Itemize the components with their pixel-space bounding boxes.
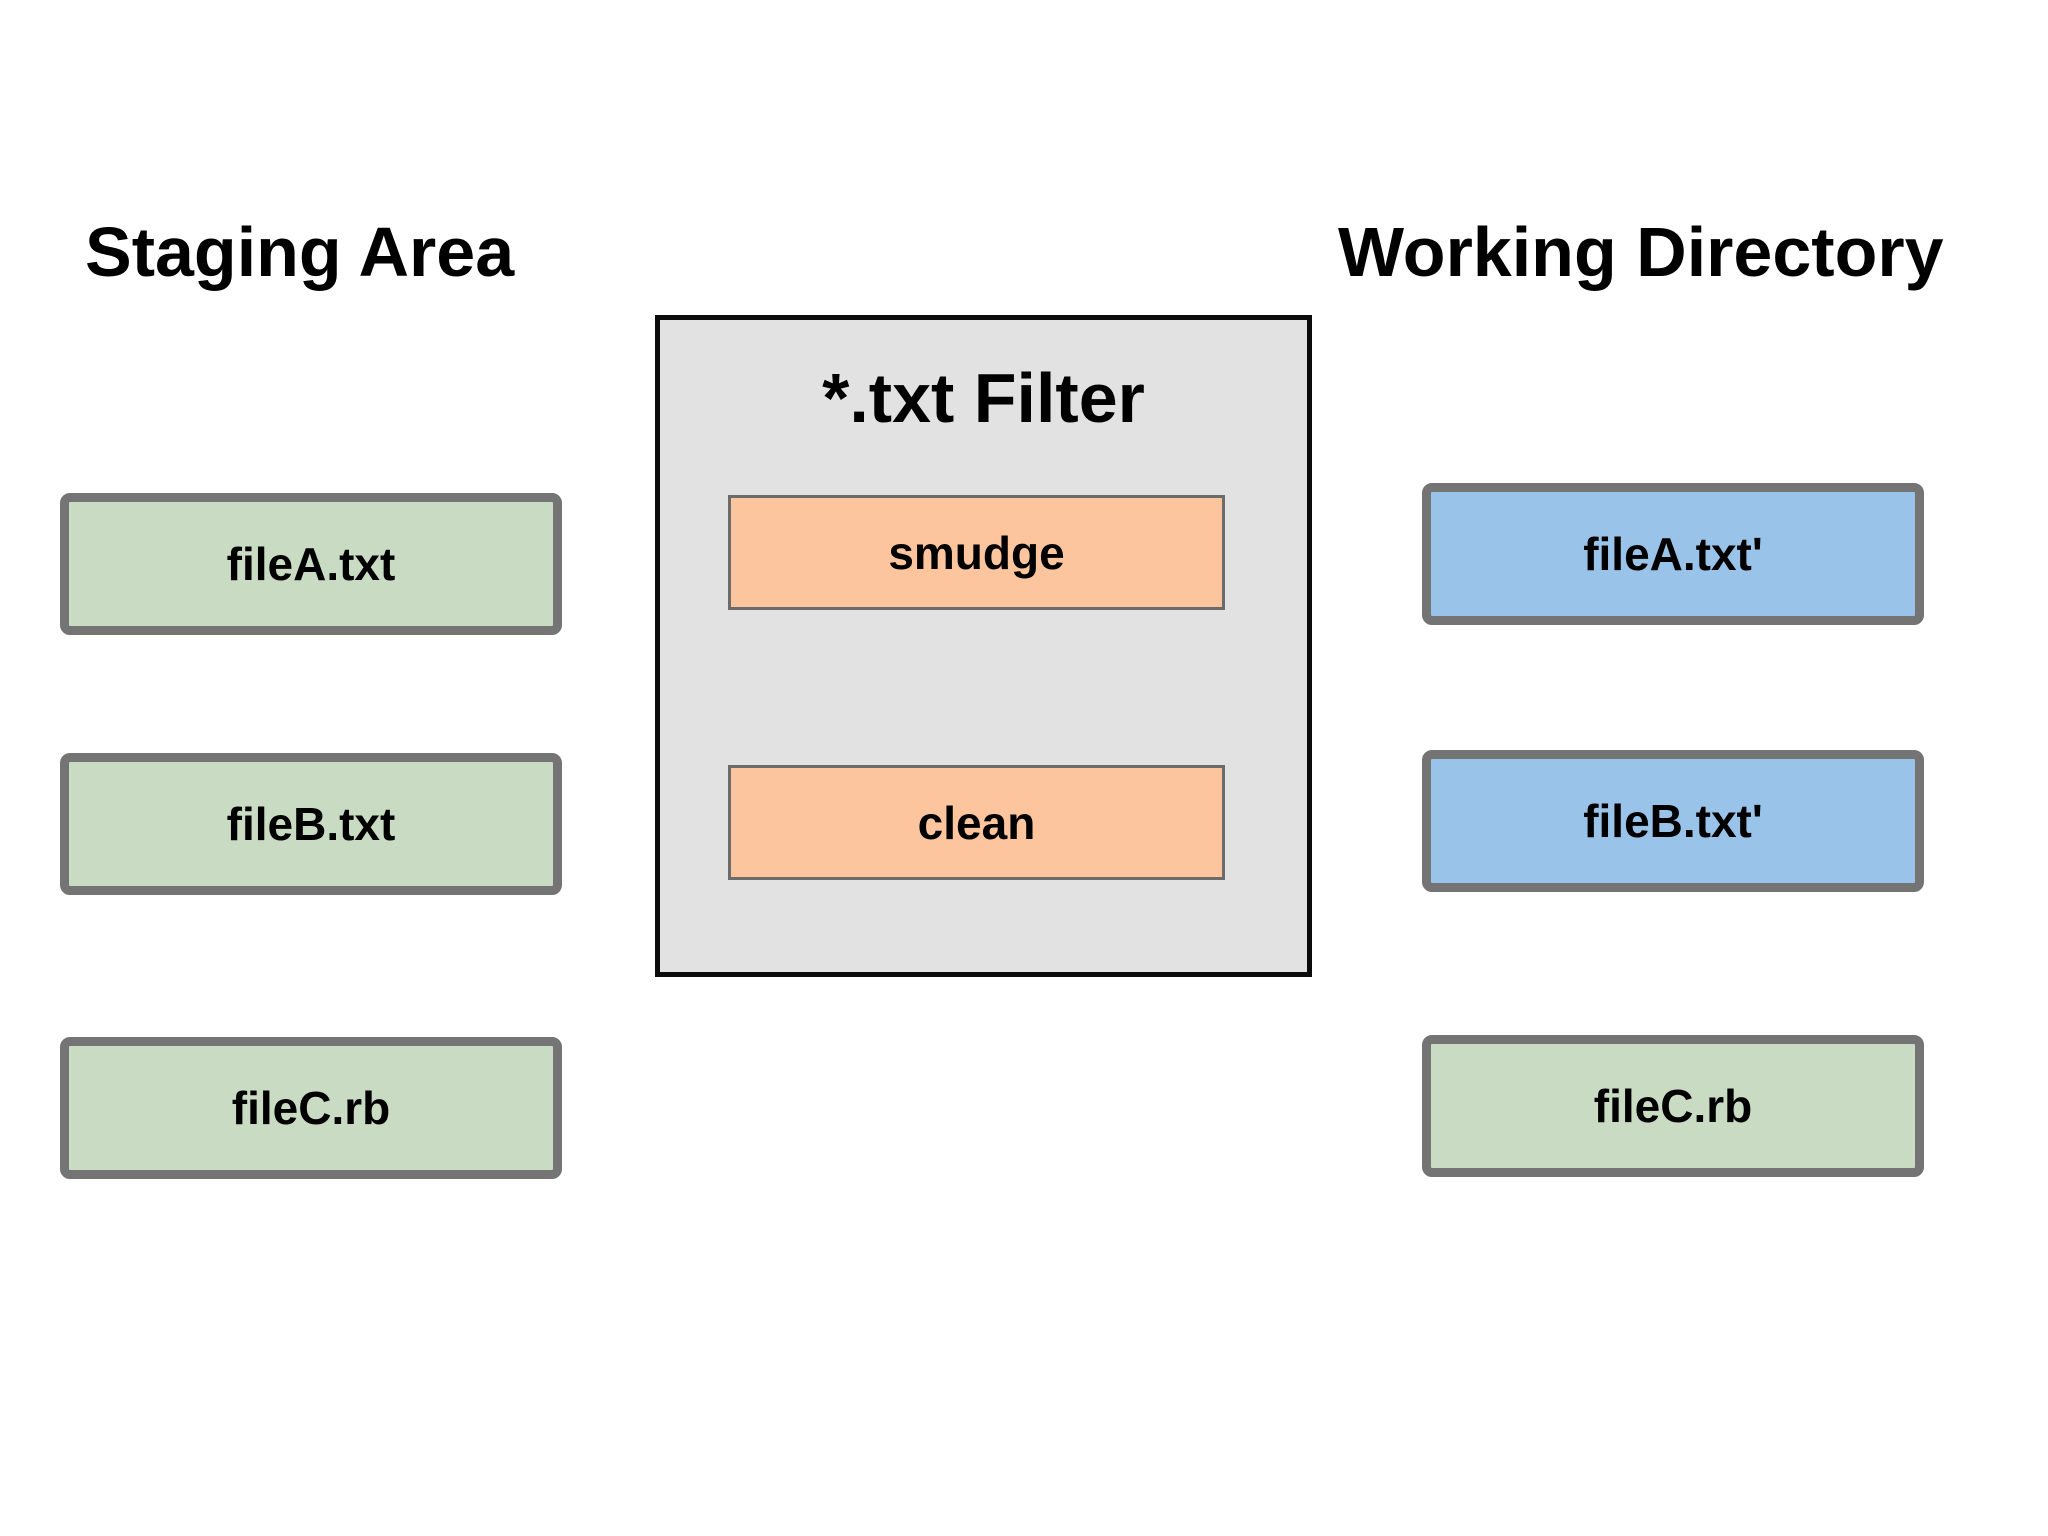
clean-step-label: clean <box>917 796 1036 849</box>
working-file-box-fileb-prime: fileB.txt' <box>1422 750 1924 892</box>
txt-filter-container: *.txt Filter smudge clean <box>655 315 1312 977</box>
filter-title: *.txt Filter <box>822 359 1145 437</box>
staging-file-box-filec: fileC.rb <box>60 1037 562 1179</box>
working-file-box-filec: fileC.rb <box>1422 1035 1924 1177</box>
working-file-box-filea-prime: fileA.txt' <box>1422 483 1924 625</box>
clean-step-box: clean <box>728 765 1225 880</box>
working-file-label-filea-prime: fileA.txt' <box>1583 528 1763 580</box>
staging-file-label-fileb: fileB.txt <box>226 798 396 850</box>
staging-file-label-filea: fileA.txt <box>226 538 396 590</box>
staging-file-box-filea: fileA.txt <box>60 493 562 635</box>
working-file-label-filec: fileC.rb <box>1593 1080 1753 1132</box>
working-file-label-fileb-prime: fileB.txt' <box>1583 795 1763 847</box>
smudge-step-box: smudge <box>728 495 1225 610</box>
working-directory-heading: Working Directory <box>1338 213 1944 291</box>
smudge-step-label: smudge <box>888 526 1065 579</box>
staging-file-box-fileb: fileB.txt <box>60 753 562 895</box>
staging-file-label-filec: fileC.rb <box>231 1082 391 1134</box>
staging-area-heading: Staging Area <box>85 213 515 291</box>
